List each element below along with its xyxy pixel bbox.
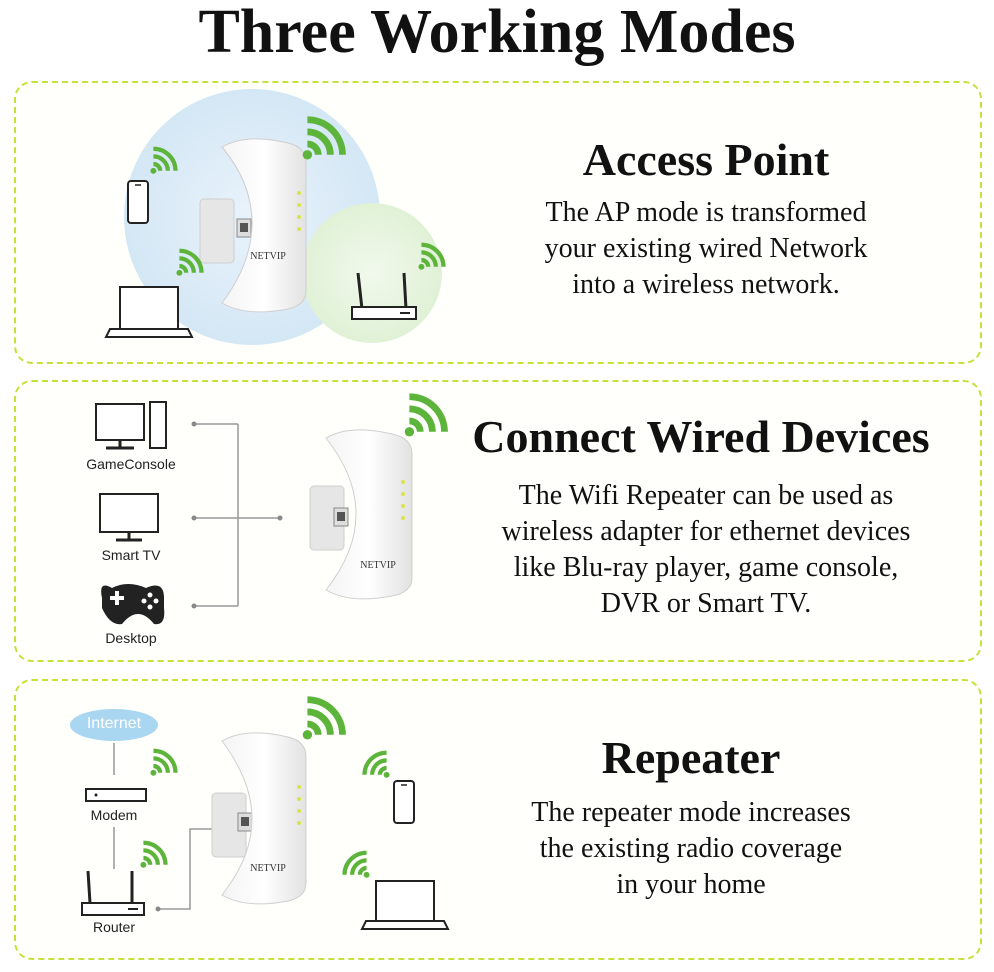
panel-connect-wired: NETVIP GameConsole Smart TV Desktop Conn… [14, 380, 982, 662]
device-label: GameConsole [86, 456, 176, 472]
brand-label: NETVIP [250, 251, 286, 262]
device-label: Internet [86, 715, 142, 732]
extender-device [211, 732, 307, 905]
wifi-icon [150, 748, 178, 776]
wifi-icon [150, 146, 178, 174]
wifi-icon-mirrored [342, 850, 370, 878]
tv-icon [99, 493, 159, 542]
phone-icon [127, 180, 149, 224]
mode-heading: Repeater [601, 732, 781, 783]
router-icon [81, 870, 145, 916]
device-label: Modem [90, 807, 138, 823]
wifi-icon-mirrored [362, 750, 390, 778]
mode-description: The Wifi Repeater can be used as wireles… [501, 480, 911, 619]
repeater-diagram: NETVIP [70, 696, 450, 930]
laptop-icon [360, 880, 450, 930]
mode-heading: Connect Wired Devices [472, 411, 930, 462]
modem-icon [85, 788, 147, 802]
internet-cloud-icon [70, 709, 158, 741]
extender-device [309, 429, 413, 600]
wired-devices-diagram: NETVIP [95, 393, 448, 625]
wifi-icon [302, 116, 346, 160]
device-label: Smart TV [101, 547, 161, 563]
laptop-icon [104, 286, 194, 338]
page-title: Three Working Modes [198, 0, 796, 66]
wifi-icon [418, 242, 446, 270]
router-icon [351, 272, 417, 320]
wifi-icon [176, 248, 204, 276]
panel-repeater: NETVIP [14, 679, 982, 960]
access-point-diagram: NETVIP [104, 89, 446, 345]
desktop-computer-icon [95, 401, 167, 450]
phone-icon [393, 780, 415, 824]
mode-description: The AP mode is transformed your existing… [544, 197, 868, 300]
wifi-icon [140, 840, 168, 868]
gamepad-icon [101, 584, 165, 625]
brand-label: NETVIP [360, 560, 396, 571]
device-label: Router [92, 919, 136, 935]
wifi-icon [404, 393, 448, 437]
panel-access-point: NETVIP Access Point The AP mode is trans… [14, 81, 982, 364]
brand-label: NETVIP [250, 863, 286, 874]
ethernet-connector-lines [194, 423, 280, 607]
device-label: Desktop [105, 630, 157, 646]
extender-device [199, 138, 307, 313]
mode-heading: Access Point [582, 134, 830, 185]
wifi-icon [302, 696, 346, 740]
wired-coverage-circle [302, 203, 442, 343]
mode-description: The repeater mode increases the existing… [531, 797, 851, 900]
